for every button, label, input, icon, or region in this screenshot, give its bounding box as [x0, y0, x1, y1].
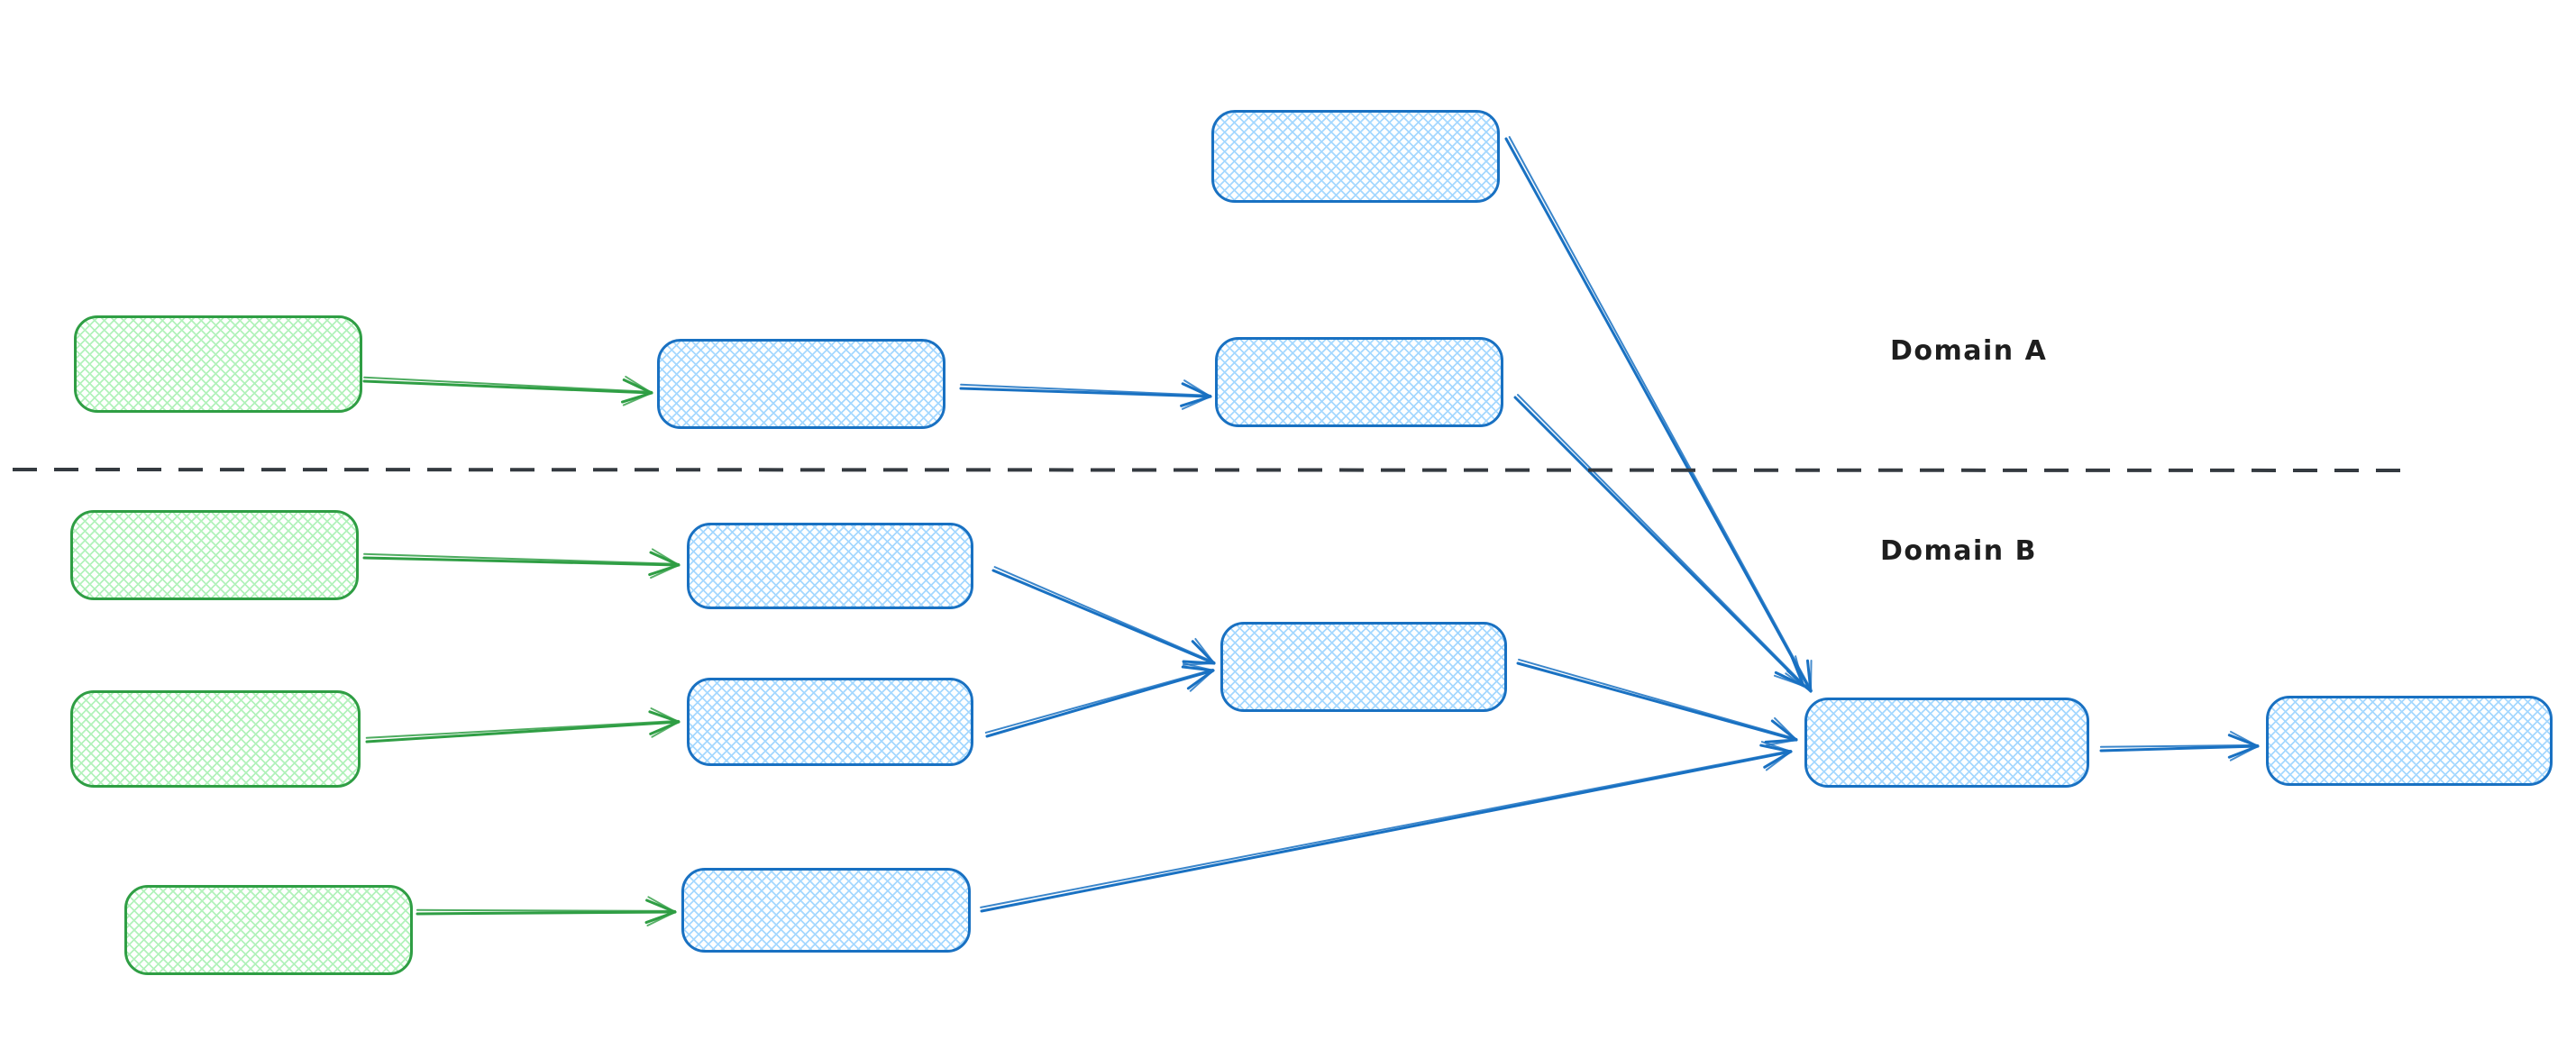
node-blue-b2: [687, 678, 973, 766]
node-blue-final: [2266, 696, 2553, 786]
node-green-b2: [70, 690, 361, 788]
node-blue-a2: [1215, 337, 1503, 427]
arrow-blue-b2-to-blue-merge: [984, 662, 1215, 738]
node-blue-b3: [681, 868, 971, 953]
arrow-blue-merge-to-blue-sink: [1516, 658, 1798, 747]
arrow-blue-sink-to-blue-final: [2099, 730, 2260, 762]
node-blue-top: [1211, 110, 1500, 203]
domain-b-label: Domain B: [1880, 535, 2037, 567]
node-green-b1: [70, 510, 359, 600]
arrow-blue-b3-to-blue-sink: [980, 741, 1793, 913]
arrow-green-b1-to-blue-b1: [362, 548, 681, 579]
arrow-blue-b1-to-blue-merge: [991, 566, 1216, 666]
arrow-green-b3-to-blue-b3: [416, 896, 677, 927]
arrow-green-b2-to-blue-b2: [365, 707, 681, 743]
node-blue-b1: [687, 523, 973, 609]
domain-a-label: Domain A: [1890, 335, 2048, 367]
arrow-blue-top-to-blue-sink: [1504, 135, 1813, 693]
arrow-blue-a1-to-blue-a2: [959, 379, 1212, 410]
arrow-blue-a2-to-blue-sink: [1513, 394, 1805, 688]
node-green-a: [74, 315, 362, 413]
node-blue-sink: [1804, 698, 2089, 788]
node-blue-merge: [1220, 622, 1507, 712]
arrow-green-a-to-blue-a1: [362, 375, 653, 406]
node-blue-a1: [657, 339, 945, 429]
node-green-b3: [124, 885, 413, 975]
